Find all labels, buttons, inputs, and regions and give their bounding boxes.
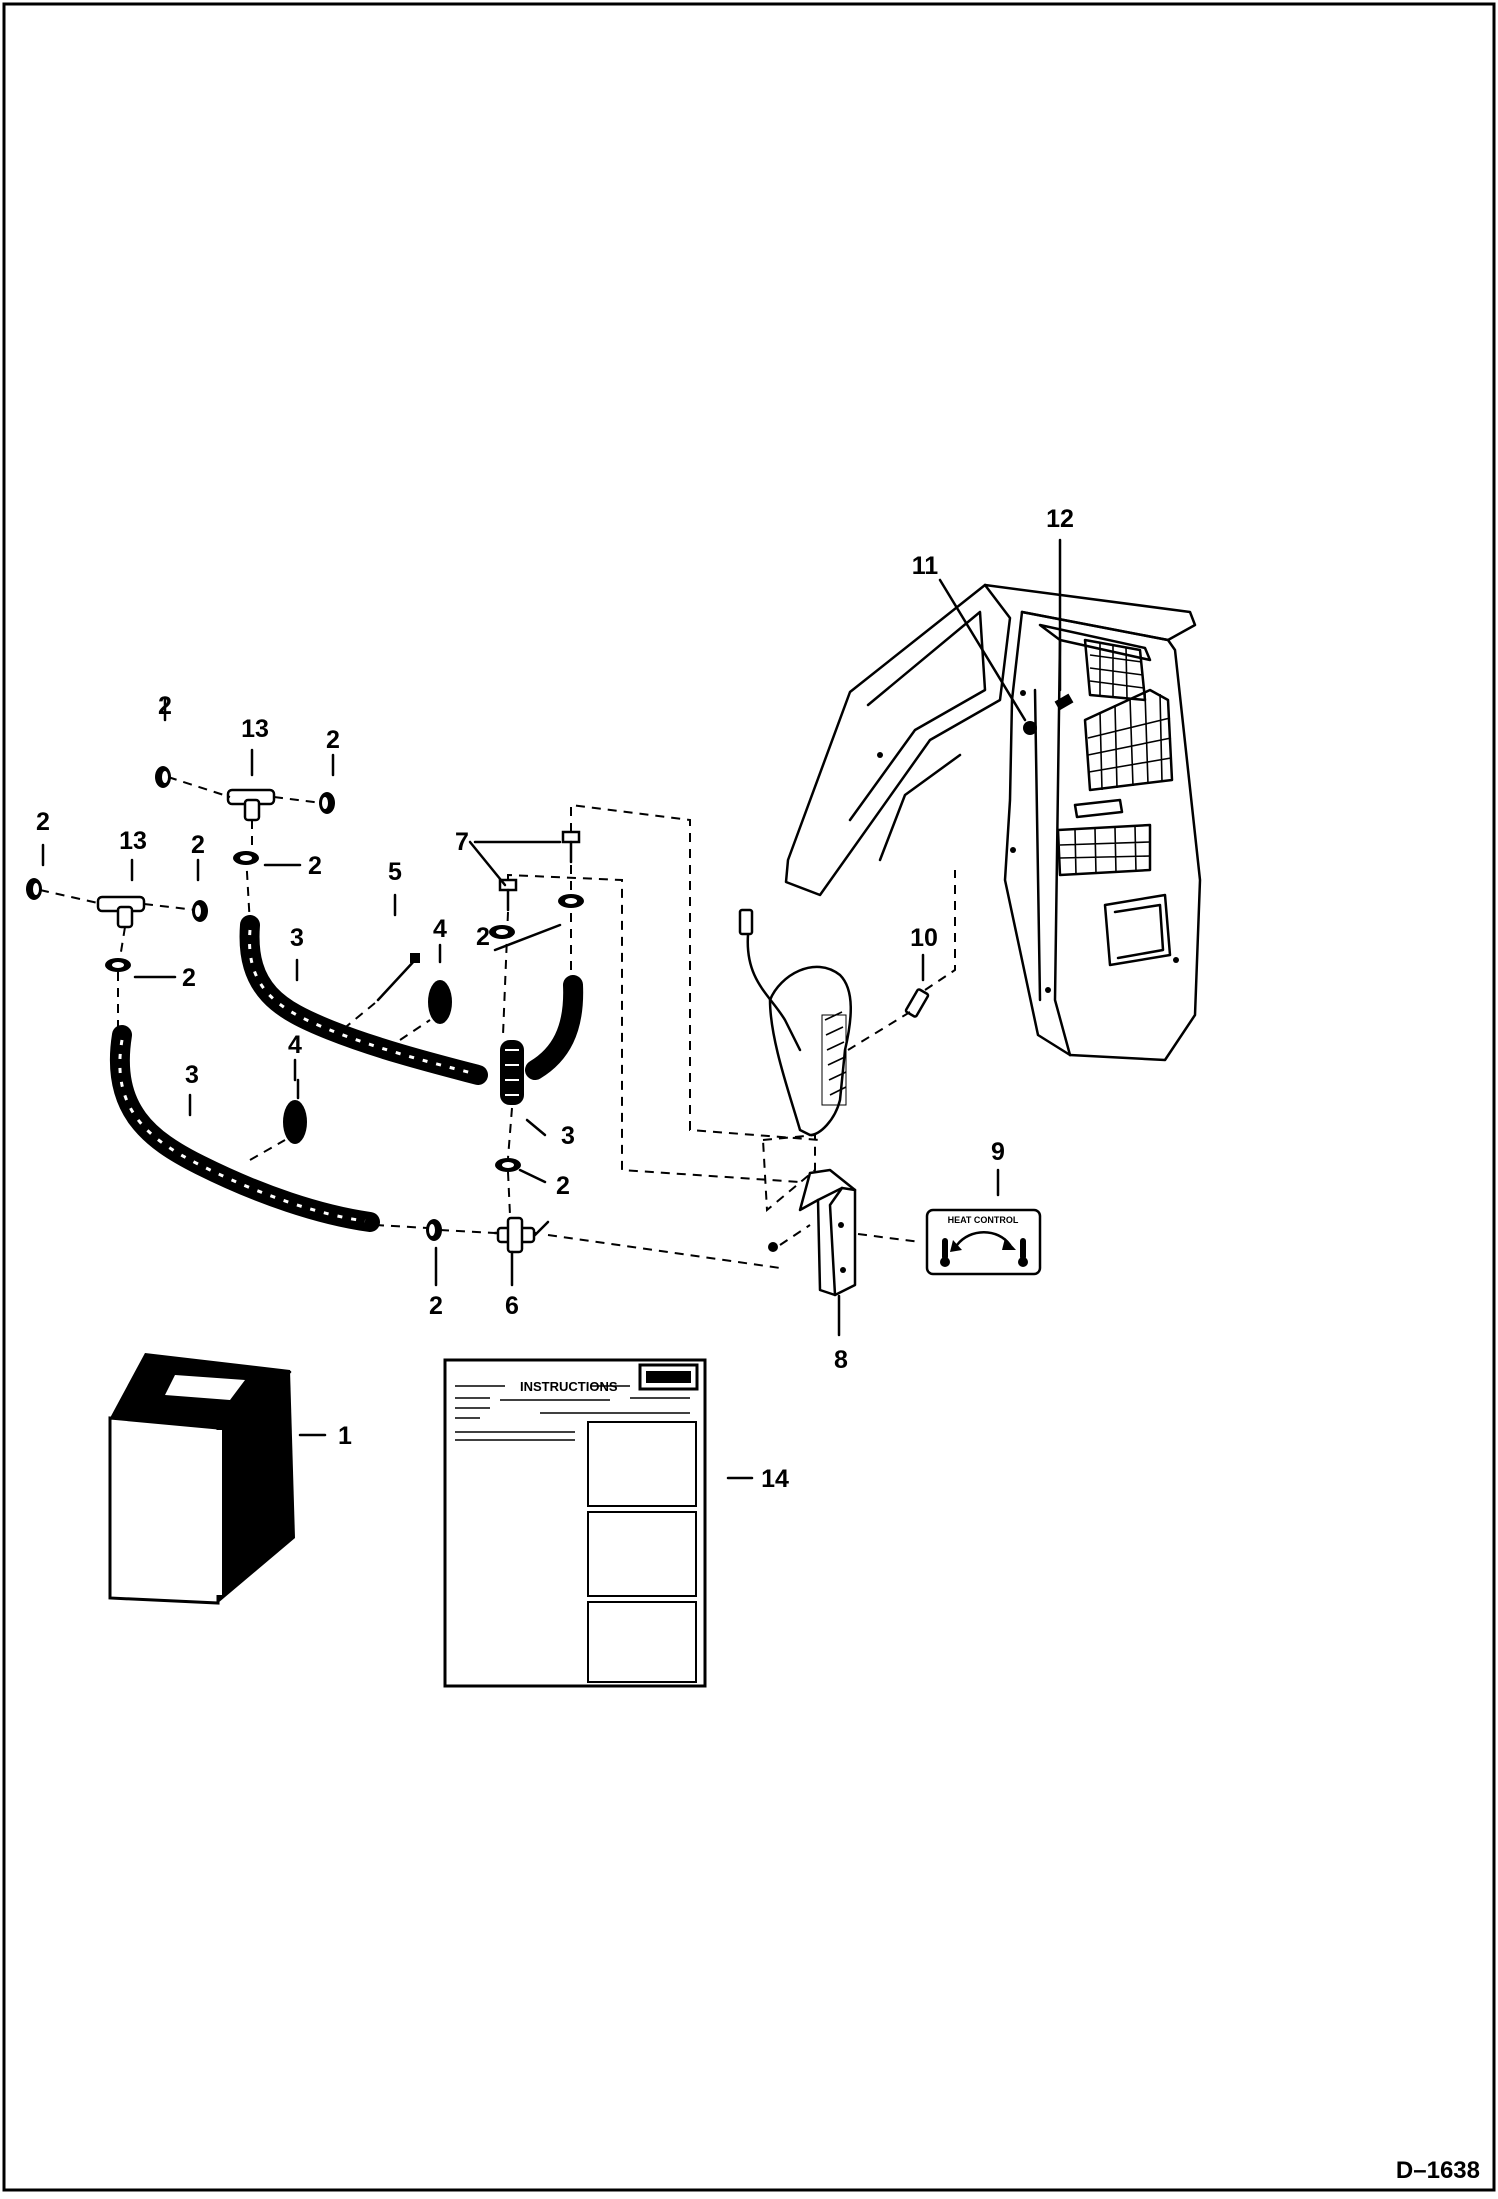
hose-clamp <box>495 1158 521 1172</box>
callout-13: 13 <box>241 715 269 743</box>
callout-8: 8 <box>834 1346 848 1374</box>
tie-strap <box>376 953 420 1002</box>
callout-labels: 2 13 2 2 13 2 2 2 5 4 3 4 3 7 2 3 2 2 6 … <box>36 505 1074 1493</box>
control-cable <box>738 908 802 1052</box>
drawing-id: D–1638 <box>1396 2157 1480 2184</box>
instructions-sheet: INSTRUCTIONS <box>443 1358 707 1688</box>
heater-hose-upper <box>239 915 488 1085</box>
hose-clamp <box>155 766 171 788</box>
callout-2: 2 <box>429 1292 443 1320</box>
callout-3: 3 <box>185 1061 199 1089</box>
callout-1: 1 <box>338 1422 352 1450</box>
tee-fitting-upper <box>226 788 276 822</box>
callout-12: 12 <box>1046 505 1074 533</box>
water-valve <box>493 1216 550 1254</box>
callout-4: 4 <box>433 915 447 943</box>
callout-3: 3 <box>561 1122 575 1150</box>
callout-5: 5 <box>388 858 402 886</box>
callout-3: 3 <box>290 924 304 952</box>
cab-lower-grille <box>1056 823 1152 877</box>
heat-control-title: HEAT CONTROL <box>948 1215 1019 1225</box>
heater-hose-short <box>500 1040 524 1105</box>
callout-2: 2 <box>476 923 490 951</box>
mounting-bracket <box>798 1168 857 1297</box>
bolt-12-on-panel <box>1054 693 1074 711</box>
hose-clamp <box>192 900 208 922</box>
callout-7: 7 <box>455 828 469 856</box>
callout-14: 14 <box>761 1465 789 1493</box>
hose-clamp <box>105 958 131 972</box>
hose-end-cover-lower <box>283 1100 307 1144</box>
cab-middle-grille <box>1083 688 1174 792</box>
callout-11: 11 <box>912 552 939 580</box>
callout-2: 2 <box>36 808 50 836</box>
bolt-11-on-panel <box>1023 721 1037 735</box>
spacer-10 <box>904 988 930 1018</box>
hose-end-cover-upper <box>428 980 452 1024</box>
bolt-7-left <box>498 878 518 912</box>
heater-unit <box>108 1353 295 1605</box>
control-knob-housing <box>768 965 852 1137</box>
callout-6: 6 <box>505 1292 519 1320</box>
callout-10: 10 <box>910 924 938 952</box>
callout-13: 13 <box>119 827 147 855</box>
hose-clamp <box>558 894 584 908</box>
callout-2: 2 <box>191 831 205 859</box>
hose-clamp <box>26 878 42 900</box>
callout-2: 2 <box>556 1172 570 1200</box>
callout-2: 2 <box>158 692 172 720</box>
hose-clamp <box>319 792 335 814</box>
callout-9: 9 <box>991 1138 1005 1166</box>
hose-clamp <box>489 925 515 939</box>
callout-2: 2 <box>308 852 322 880</box>
leader-lines <box>41 538 1062 1480</box>
bracket-screw <box>768 1242 778 1252</box>
callout-4: 4 <box>288 1031 302 1059</box>
bolt-7-right <box>561 830 581 864</box>
tee-fitting-lower <box>96 895 146 929</box>
cab-upper-grille <box>1083 638 1147 702</box>
hose-clamp <box>233 851 259 865</box>
callout-2: 2 <box>326 726 340 754</box>
hose-clamp <box>426 1219 442 1241</box>
cab-side-panel <box>784 583 1202 1062</box>
heater-hose-elbow <box>525 975 584 1080</box>
heater-hose-lower <box>109 1025 380 1232</box>
instructions-title: INSTRUCTIONS <box>520 1379 618 1394</box>
callout-2: 2 <box>182 964 196 992</box>
heat-control-decal: HEAT CONTROL <box>925 1208 1042 1276</box>
